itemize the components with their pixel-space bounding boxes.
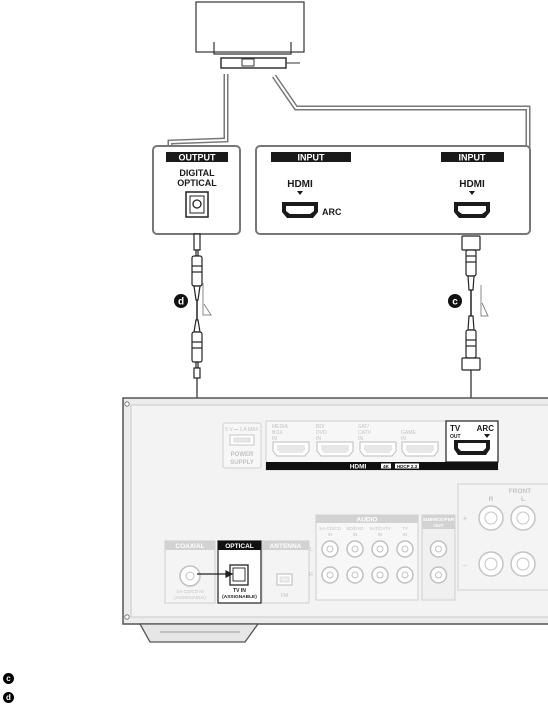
optical-input: OPTICAL TV IN (ASSIGNABLE) bbox=[217, 540, 262, 604]
svg-text:IN: IN bbox=[353, 532, 358, 537]
tv-screen bbox=[195, 1, 305, 53]
svg-text:BD/: BD/ bbox=[316, 424, 325, 430]
svg-text:SA-CD/CD IN: SA-CD/CD IN bbox=[176, 589, 204, 594]
svg-text:POWER: POWER bbox=[231, 452, 254, 458]
svg-text:OUT: OUT bbox=[433, 523, 443, 529]
svg-text:SUBWOOFER: SUBWOOFER bbox=[423, 517, 455, 523]
output-line2: OPTICAL bbox=[177, 178, 217, 188]
svg-text:TV IN: TV IN bbox=[233, 588, 246, 594]
optical-signal-arrow bbox=[202, 283, 212, 316]
svg-text:IN: IN bbox=[403, 532, 408, 537]
svg-text:SAT/CATV: SAT/CATV bbox=[369, 526, 390, 531]
svg-text:COAXIAL: COAXIAL bbox=[175, 543, 204, 550]
hdmi-in-bd-dvd: BD/ DVD IN bbox=[316, 424, 354, 457]
svg-text:TV: TV bbox=[450, 424, 461, 433]
receiver: 5 V ⎓ 1 A MAX POWER SUPPLY MEDIA BOX IN … bbox=[122, 397, 548, 643]
svg-text:IN: IN bbox=[378, 532, 383, 537]
hdmi-in-sat-catv: SAT/ CATV IN bbox=[358, 424, 397, 457]
svg-text:IN: IN bbox=[272, 436, 277, 442]
svg-text:DVD: DVD bbox=[316, 430, 327, 436]
tv-base-mark bbox=[241, 58, 255, 67]
hdmi-cable bbox=[461, 235, 481, 440]
svg-text:CATV: CATV bbox=[358, 430, 372, 436]
svg-text:5 V ⎓ 1 A MAX: 5 V ⎓ 1 A MAX bbox=[225, 427, 259, 433]
hdmi-tv-out-arc: TV OUT ARC bbox=[445, 420, 499, 463]
legend-item-d: d bbox=[3, 692, 14, 703]
input-arc-arc: ARC bbox=[322, 207, 342, 217]
optical-plug-receiver bbox=[197, 570, 234, 578]
svg-text:IN: IN bbox=[358, 436, 363, 442]
svg-text:(ASSIGNABLE): (ASSIGNABLE) bbox=[174, 595, 206, 600]
svg-text:BD/DVD: BD/DVD bbox=[346, 526, 364, 531]
legend-marker-d: d bbox=[3, 692, 14, 703]
tv-input-panel: INPUT HDMI ARC INPUT HDMI bbox=[255, 145, 531, 235]
hdmi-signal-arrow bbox=[480, 285, 489, 317]
hdmi-cable-marker: c bbox=[448, 294, 462, 308]
audio-in-bd-dvd: BD/DVD IN bbox=[346, 526, 364, 584]
svg-text:L: L bbox=[310, 547, 313, 553]
legend-item-c: c bbox=[3, 673, 14, 684]
tv-output-panel: OUTPUT DIGITAL OPTICAL bbox=[152, 145, 241, 235]
svg-text:AUDIO: AUDIO bbox=[357, 517, 378, 524]
svg-text:d: d bbox=[178, 297, 184, 308]
legend-marker-c: c bbox=[3, 673, 14, 684]
svg-text:OPTICAL: OPTICAL bbox=[225, 543, 254, 550]
svg-text:IN: IN bbox=[328, 532, 333, 537]
svg-text:–: – bbox=[463, 561, 468, 570]
svg-text:R: R bbox=[309, 572, 313, 578]
svg-text:HDCP 2.3: HDCP 2.3 bbox=[397, 464, 418, 469]
input-arc-header: INPUT bbox=[298, 153, 326, 163]
audio-section: AUDIO L R SA-CD/CD IN BD/DVD IN SAT/CATV bbox=[309, 514, 419, 601]
svg-text:4K: 4K bbox=[383, 464, 390, 469]
svg-text:c: c bbox=[452, 297, 458, 308]
audio-in-tv: TV IN bbox=[396, 526, 414, 584]
input-hdmi-label: HDMI bbox=[459, 179, 485, 190]
receiver-foot bbox=[138, 623, 260, 643]
coaxial-input: COAXIAL SA-CD/CD IN (ASSIGNABLE) bbox=[164, 540, 216, 604]
hdmi-input-port bbox=[454, 202, 490, 218]
hdmi-in-game: GAME IN bbox=[401, 430, 439, 457]
svg-text:IN: IN bbox=[316, 436, 321, 442]
subwoofer-out: SUBWOOFER OUT bbox=[421, 514, 456, 601]
svg-text:L: L bbox=[521, 496, 525, 503]
tv-stand bbox=[213, 42, 292, 55]
antenna-input: ANTENNA FM bbox=[261, 540, 310, 604]
svg-text:(ASSIGNABLE): (ASSIGNABLE) bbox=[222, 594, 257, 600]
tv bbox=[195, 1, 305, 69]
hdmi-input-group: MEDIA BOX IN BD/ DVD IN SAT/ CATV IN bbox=[265, 420, 499, 471]
svg-text:HDMI: HDMI bbox=[350, 464, 367, 471]
power-supply: 5 V ⎓ 1 A MAX POWER SUPPLY bbox=[222, 422, 262, 469]
svg-text:ARC: ARC bbox=[477, 424, 495, 433]
svg-text:MEDIA: MEDIA bbox=[272, 424, 289, 430]
svg-text:OUT: OUT bbox=[450, 434, 461, 440]
output-line1: DIGITAL bbox=[179, 168, 215, 178]
optical-cable bbox=[191, 233, 203, 574]
hdmi-in-media-box: MEDIA BOX IN bbox=[272, 424, 310, 457]
svg-text:BOX: BOX bbox=[272, 430, 283, 436]
hdmi-arc-input-port bbox=[282, 202, 318, 218]
audio-in-sat-catv: SAT/CATV IN bbox=[369, 526, 391, 584]
audio-in-sa-cd-cd: SA-CD/CD IN bbox=[319, 526, 342, 584]
input-arc-label: HDMI bbox=[287, 179, 313, 190]
svg-text:SUPPLY: SUPPLY bbox=[230, 460, 253, 466]
svg-text:IN: IN bbox=[401, 436, 406, 442]
svg-text:+: + bbox=[463, 514, 468, 523]
optical-cable-marker: d bbox=[174, 294, 188, 308]
svg-text:SA-CD/CD: SA-CD/CD bbox=[319, 526, 342, 531]
output-header: OUTPUT bbox=[179, 153, 217, 163]
svg-text:ANTENNA: ANTENNA bbox=[270, 543, 302, 550]
svg-text:R: R bbox=[489, 496, 494, 503]
svg-text:TV: TV bbox=[402, 526, 408, 531]
svg-text:SAT/: SAT/ bbox=[358, 424, 369, 430]
svg-text:FM: FM bbox=[281, 593, 288, 599]
svg-text:FRONT: FRONT bbox=[509, 488, 531, 495]
front-speaker-terminals: FRONT R L + – bbox=[457, 483, 548, 591]
input-hdmi-header: INPUT bbox=[459, 153, 487, 163]
svg-text:GAME: GAME bbox=[401, 430, 416, 436]
